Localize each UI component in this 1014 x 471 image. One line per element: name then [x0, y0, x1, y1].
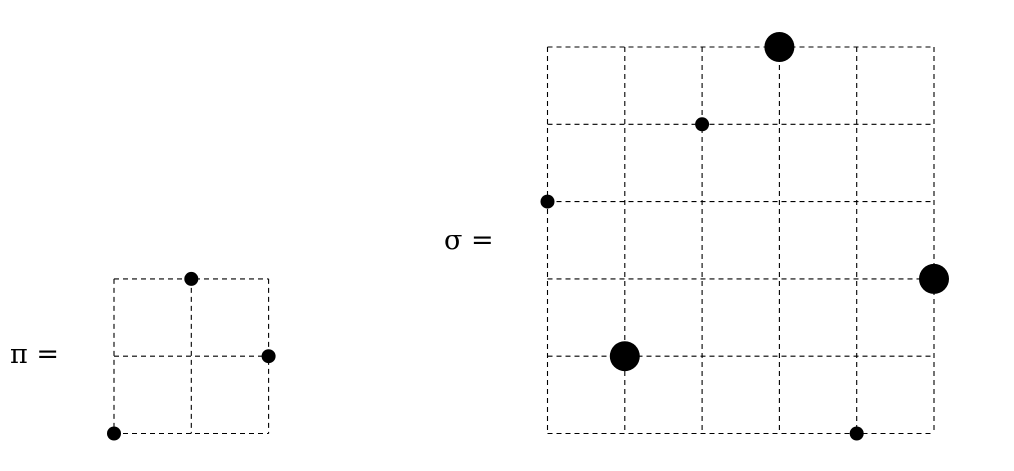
pi-point-2: [184, 271, 199, 286]
pi-permutation-grid: [107, 271, 276, 441]
sigma-point-4: [764, 32, 795, 62]
pi-point-3: [261, 349, 276, 364]
pi-label: π =: [10, 339, 59, 370]
sigma-permutation-grid: [540, 32, 949, 441]
sigma-point-2: [609, 341, 640, 372]
pi-point-1: [107, 426, 121, 441]
sigma-point-6: [919, 263, 949, 294]
sigma-point-5: [849, 426, 864, 441]
sigma-label: σ =: [444, 225, 494, 256]
sigma-point-3: [695, 117, 710, 132]
sigma-point-1: [540, 194, 555, 209]
